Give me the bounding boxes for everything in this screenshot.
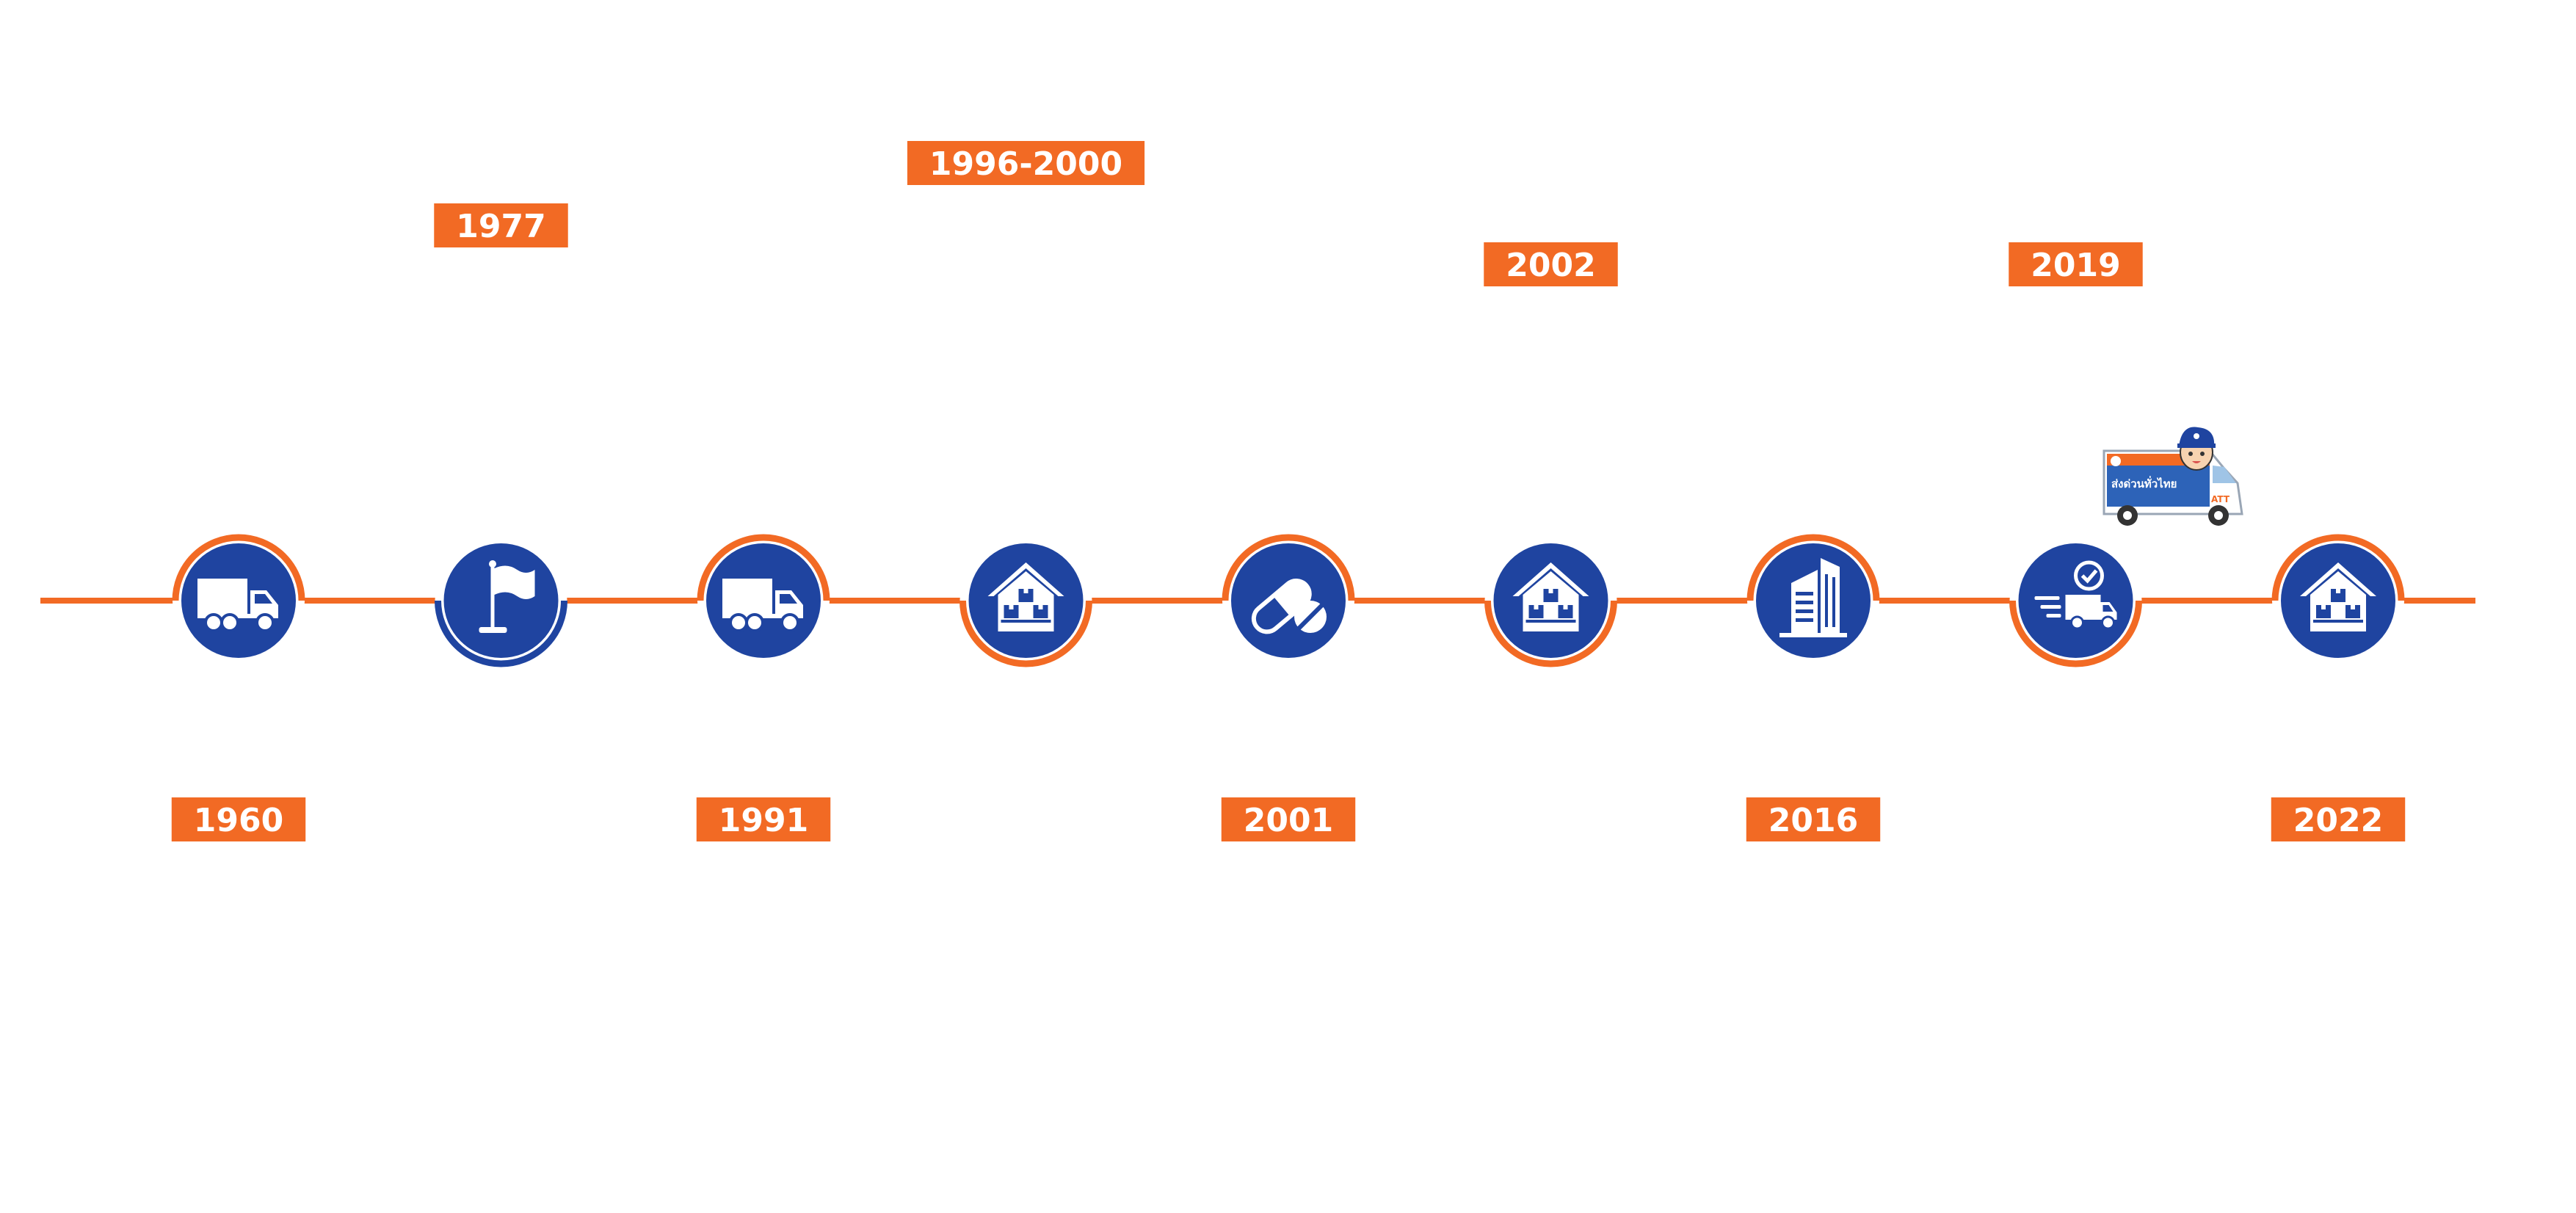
- node-arc: [435, 600, 567, 667]
- milestone-node: 2002: [1484, 242, 1618, 667]
- year-label: 2022: [2293, 802, 2383, 839]
- year-badge: [434, 203, 568, 247]
- year-badge: [907, 141, 1145, 185]
- milestone-node: 1996-2000: [907, 141, 1145, 667]
- node-arc: [959, 600, 1092, 667]
- timeline-nodes: 1960 1977 1991 1996-2000 2001 2002 2016 2019 202…: [171, 141, 2406, 841]
- year-badge: [1746, 797, 1881, 841]
- node-arc: [2271, 534, 2405, 601]
- year-badge: [1484, 242, 1618, 286]
- milestone-node: 1960: [171, 534, 306, 841]
- year-label: 1977: [456, 208, 545, 245]
- milestone-node: 1991: [696, 534, 831, 841]
- node-arc: [1746, 534, 1880, 601]
- milestone-node: 2001: [1221, 534, 1356, 841]
- year-label: 2016: [1768, 802, 1858, 839]
- node-circle: [443, 543, 559, 658]
- milestone-node: 2019: [2009, 242, 2143, 667]
- node-arc: [2009, 600, 2142, 667]
- delivery-van-mascot-icon: ATT ส่งด่วนทั่วไทย: [2102, 427, 2243, 526]
- milestone-node: 2022: [2271, 534, 2406, 841]
- year-label: 1991: [719, 802, 808, 839]
- year-label: 2019: [2031, 247, 2120, 284]
- year-label: 2002: [1506, 247, 1595, 284]
- year-badge: [1221, 797, 1356, 841]
- year-label: 1960: [194, 802, 283, 839]
- node-arc: [1484, 600, 1617, 667]
- node-arc: [1222, 534, 1355, 601]
- year-badge: [2009, 242, 2143, 286]
- node-arc: [697, 534, 830, 601]
- milestone-node: 1977: [434, 203, 568, 667]
- year-label: 1996-2000: [929, 145, 1122, 183]
- year-badge: [696, 797, 831, 841]
- mascot-badge: ATT: [2211, 494, 2230, 504]
- milestone-node: 2016: [1746, 534, 1881, 841]
- year-label: 2001: [1244, 802, 1333, 839]
- year-badge: [171, 797, 306, 841]
- year-badge: [2271, 797, 2406, 841]
- mascot-slogan: ส่งด่วนทั่วไทย: [2111, 476, 2177, 490]
- node-arc: [172, 534, 305, 601]
